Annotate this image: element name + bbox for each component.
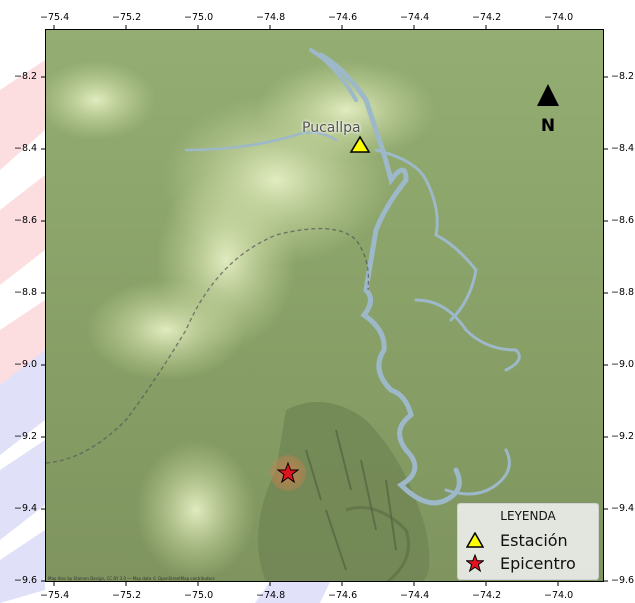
y-tick-label: −8.4	[14, 143, 38, 154]
y-tick-label: −8.6	[14, 215, 38, 226]
epicenter-marker[interactable]	[268, 453, 308, 493]
y-tick-label: −9.6	[14, 575, 38, 586]
x-tick-label: −74.4	[400, 12, 430, 23]
north-arrow: N	[534, 82, 562, 136]
x-tick-label: −75.0	[184, 590, 214, 601]
y-tick-label: −9.2	[611, 431, 635, 442]
x-tick-label: −74.0	[544, 12, 574, 23]
station-marker[interactable]	[349, 135, 371, 155]
road-line	[46, 227, 370, 464]
mountain-relief	[258, 401, 430, 581]
y-tick-label: −9.0	[611, 359, 635, 370]
map-area[interactable]	[45, 29, 604, 582]
legend-item-label: Epicentro	[500, 553, 576, 573]
city-label: Pucallpa	[302, 120, 361, 136]
x-tick-label: −74.0	[544, 590, 574, 601]
x-tick-label: −74.8	[256, 590, 286, 601]
y-tick-label: −8.4	[611, 143, 635, 154]
terrain-map	[46, 30, 603, 581]
x-tick-label: −74.4	[400, 590, 430, 601]
river	[184, 48, 521, 506]
x-tick-label: −75.4	[40, 12, 70, 23]
y-tick-label: −8.2	[14, 71, 38, 82]
y-tick-label: −9.0	[14, 359, 38, 370]
y-tick-label: −8.8	[14, 287, 38, 298]
y-tick-label: −8.2	[611, 71, 635, 82]
x-tick-label: −74.6	[328, 590, 358, 601]
y-tick-label: −9.4	[611, 503, 635, 514]
y-tick-label: −9.6	[611, 575, 635, 586]
y-tick-label: −8.6	[611, 215, 635, 226]
legend-item-station: Estación	[466, 529, 568, 551]
legend-item-epicenter: Epicentro	[466, 552, 576, 574]
x-tick-label: −74.2	[472, 590, 502, 601]
north-arrow-icon	[537, 84, 559, 106]
y-tick-label: −9.2	[14, 431, 38, 442]
star-icon	[466, 554, 484, 572]
legend-title: LEYENDA	[500, 509, 556, 523]
y-tick-label: −8.8	[611, 287, 635, 298]
y-tick-label: −9.4	[14, 503, 38, 514]
legend: LEYENDA Estación Epicentro	[457, 503, 599, 580]
urban-patches	[46, 60, 436, 580]
map-attribution: Map tiles by Stamen Design, CC BY 3.0 — …	[48, 576, 215, 581]
x-tick-label: −75.2	[112, 590, 142, 601]
x-tick-label: −75.4	[40, 590, 70, 601]
north-label: N	[540, 116, 556, 136]
x-tick-label: −74.2	[472, 12, 502, 23]
x-tick-label: −75.2	[112, 12, 142, 23]
x-tick-label: −74.8	[256, 12, 286, 23]
x-tick-label: −75.0	[184, 12, 214, 23]
x-tick-label: −74.6	[328, 12, 358, 23]
triangle-icon	[466, 532, 484, 548]
legend-item-label: Estación	[500, 530, 568, 550]
